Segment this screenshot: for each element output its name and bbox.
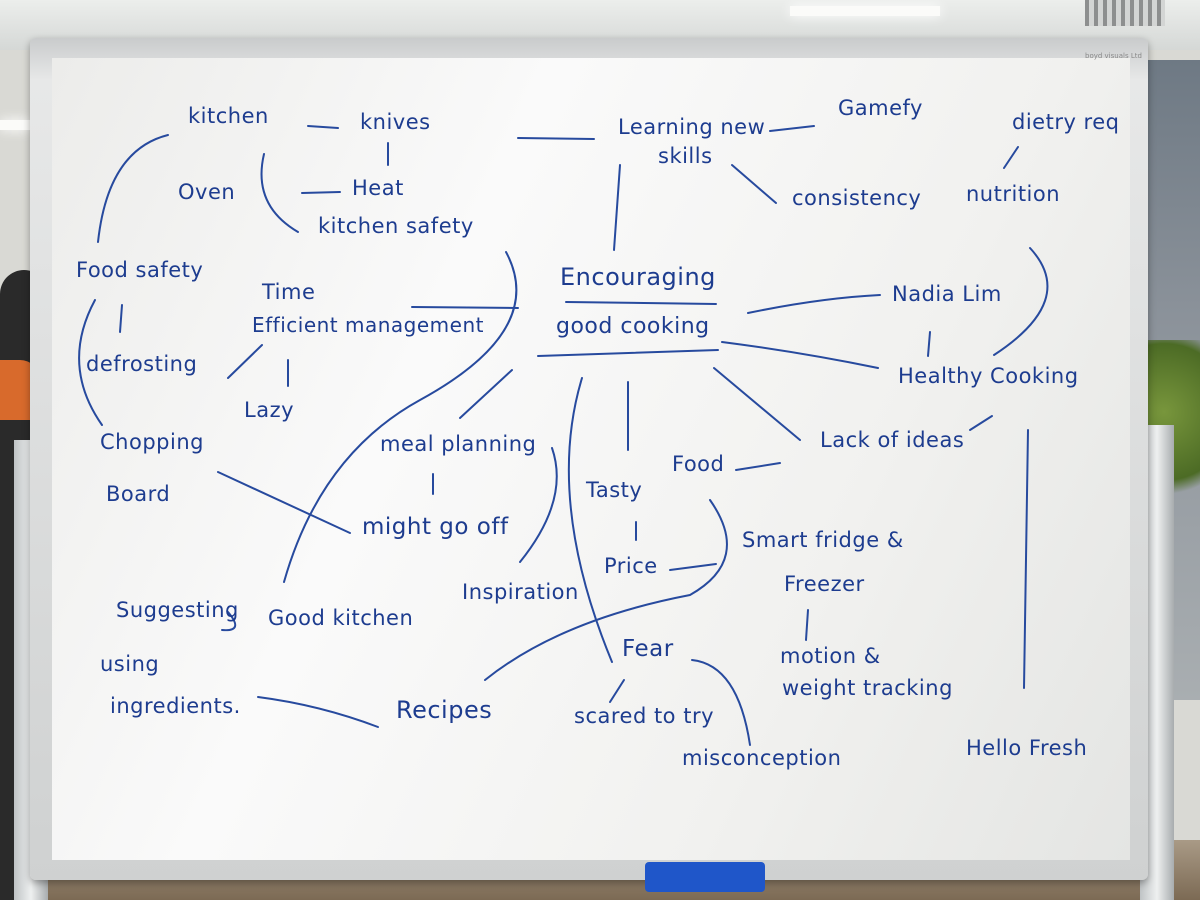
note-learning-new: Learning new: [618, 115, 766, 139]
note-lazy: Lazy: [244, 398, 295, 422]
note-hello-fresh: Hello Fresh: [966, 736, 1088, 760]
note-scared-to-try: scared to try: [574, 704, 715, 728]
note-good-cooking: good cooking: [556, 314, 710, 339]
note-tasty: Tasty: [586, 478, 643, 502]
note-might-go-off: might go off: [362, 514, 509, 540]
note-food: Food: [672, 452, 725, 476]
note-consistency: consistency: [792, 186, 922, 210]
note-dietry-req: dietry req: [1012, 110, 1120, 134]
note-motion: motion &: [780, 644, 881, 668]
note-weight-tracking: weight tracking: [782, 676, 953, 700]
whiteboard-surface: [52, 58, 1130, 860]
note-defrosting: defrosting: [86, 352, 198, 376]
note-freezer: Freezer: [784, 572, 865, 596]
note-meal-planning: meal planning: [380, 432, 537, 456]
note-skills: skills: [658, 144, 713, 168]
note-fear: Fear: [622, 636, 674, 662]
maker-label: boyd visuals Ltd: [1085, 52, 1142, 60]
note-gamefy: Gamefy: [838, 96, 923, 120]
note-efficient-management: Efficient management: [252, 313, 484, 337]
note-lack-of-ideas: Lack of ideas: [820, 428, 965, 452]
note-nadia-lim: Nadia Lim: [892, 282, 1002, 306]
blue-box: [645, 862, 765, 892]
note-chopping: Chopping: [100, 430, 204, 454]
ceiling-light: [0, 120, 30, 130]
note-kitchen-safety: kitchen safety: [318, 214, 474, 238]
note-misconception: misconception: [682, 746, 842, 770]
note-kitchen: kitchen: [188, 104, 269, 128]
note-using: using: [100, 652, 160, 676]
note-nutrition: nutrition: [966, 182, 1061, 206]
note-knives: knives: [360, 110, 431, 134]
note-suggesting: Suggesting: [116, 598, 239, 622]
note-recipes: Recipes: [396, 696, 493, 724]
note-encouraging: Encouraging: [560, 263, 716, 291]
note-board: Board: [106, 482, 171, 506]
note-smart-fridge: Smart fridge &: [742, 528, 904, 552]
note-ingredients: ingredients.: [110, 694, 241, 718]
ceiling-light: [790, 6, 940, 16]
note-oven: Oven: [178, 180, 236, 204]
note-inspiration: Inspiration: [462, 580, 579, 604]
ceiling-vent: [1085, 0, 1165, 26]
note-good-kitchen: Good kitchen: [268, 606, 414, 630]
note-heat: Heat: [352, 176, 404, 200]
note-price: Price: [604, 554, 658, 578]
note-time: Time: [262, 280, 316, 304]
note-food-safety: Food safety: [76, 258, 204, 282]
note-healthy-cooking: Healthy Cooking: [898, 364, 1079, 388]
